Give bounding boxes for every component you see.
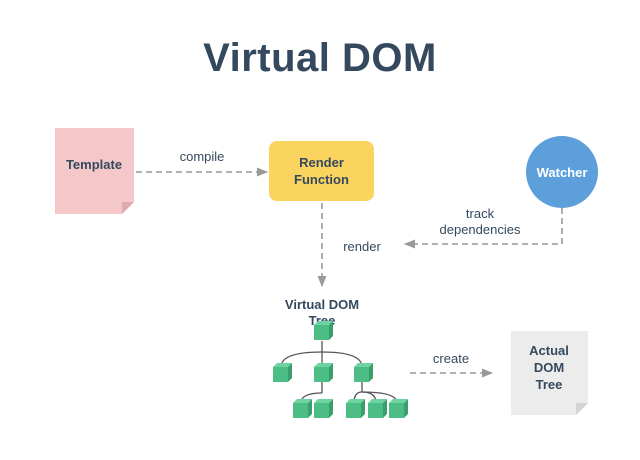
- vdom-tree-nodes: [273, 321, 408, 418]
- tree-node: [293, 399, 312, 418]
- create-arrow: create: [410, 351, 494, 378]
- tree-node: [346, 399, 365, 418]
- actual-dom-label-line1: Actual: [529, 343, 569, 358]
- tree-node: [314, 399, 333, 418]
- tree-node: [368, 399, 387, 418]
- compile-label: compile: [180, 149, 225, 164]
- tree-node: [314, 363, 333, 382]
- diagram-title: Virtual DOM: [203, 36, 437, 80]
- template-note: Template: [55, 128, 134, 214]
- actual-dom-label-line2: DOM: [534, 360, 564, 375]
- render-function-box: Render Function: [269, 141, 374, 201]
- render-arrow: render: [317, 203, 381, 288]
- render-function-label-line1: Render: [299, 155, 344, 170]
- track-label: track: [466, 206, 495, 221]
- tree-node: [354, 363, 373, 382]
- compile-arrow: compile: [136, 149, 269, 177]
- actual-dom-label-line3: Tree: [536, 377, 563, 392]
- vdom-tree-edges: [280, 341, 398, 404]
- watcher-label: Watcher: [537, 165, 588, 180]
- actual-dom-tree-note: Actual DOM Tree: [511, 331, 588, 415]
- track-dependencies-arrow: track dependencies: [403, 206, 563, 249]
- template-label: Template: [66, 157, 122, 172]
- vdom-tree-label-line1: Virtual DOM: [285, 297, 359, 312]
- watcher-circle: Watcher: [526, 136, 598, 208]
- create-label: create: [433, 351, 469, 366]
- render-function-label-line2: Function: [294, 172, 349, 187]
- tree-node: [273, 363, 292, 382]
- tree-node: [314, 321, 333, 340]
- tree-node: [389, 399, 408, 418]
- render-label: render: [343, 239, 381, 254]
- dependencies-label: dependencies: [440, 222, 521, 237]
